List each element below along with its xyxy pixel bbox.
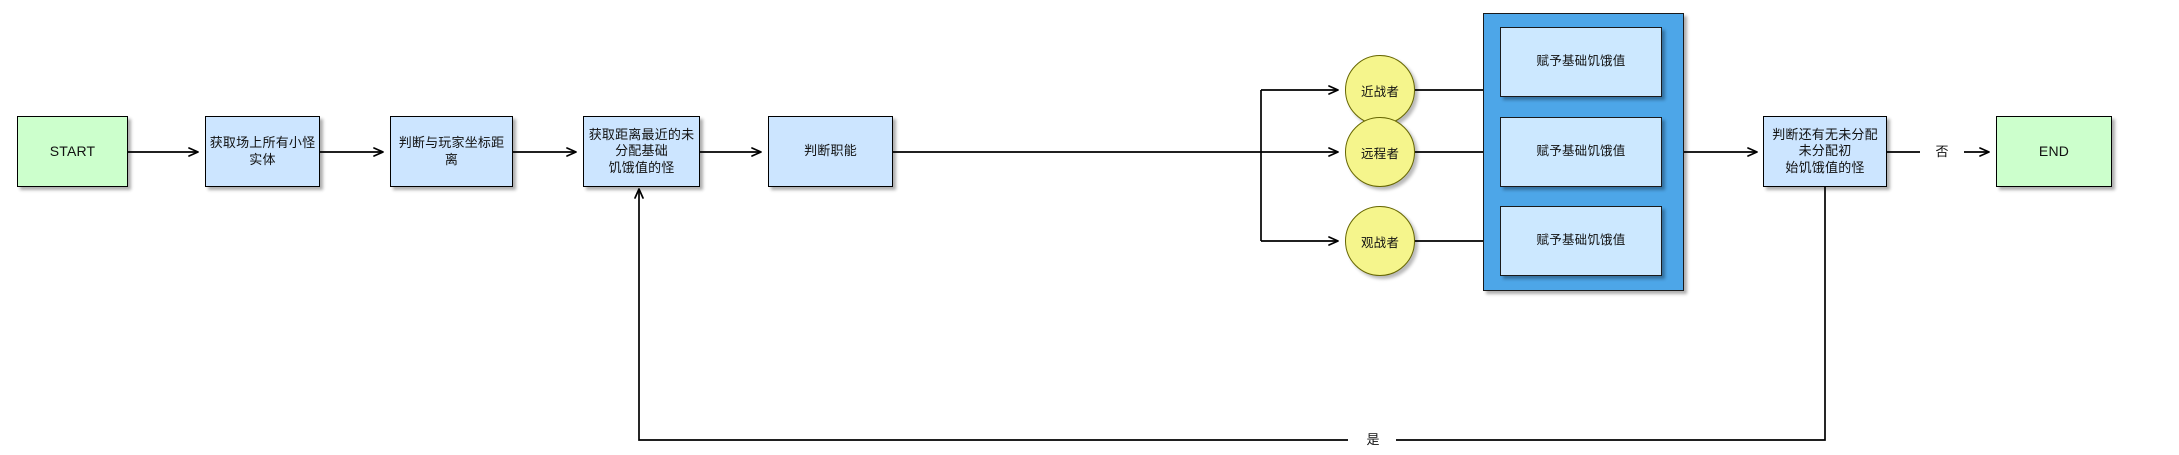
node-get-monsters[interactable]: 获取场上所有小怪实体 <box>205 116 320 187</box>
node-assign-ranged-label: 赋予基础饥饿值 <box>1536 144 1626 159</box>
node-role-ranged-label: 远程者 <box>1360 146 1400 161</box>
node-assign-observer[interactable]: 赋予基础饥饿值 <box>1500 206 1662 276</box>
node-assign-observer-label: 赋予基础饥饿值 <box>1536 233 1626 248</box>
node-check-remaining-label: 判断还有无未分配未分配初 始饥饿值的怪 <box>1772 127 1878 175</box>
node-start-label: START <box>49 142 96 159</box>
node-role-observer[interactable]: 观战者 <box>1345 206 1415 276</box>
node-check-role-label: 判断职能 <box>804 143 857 159</box>
node-role-melee-label: 近战者 <box>1360 84 1400 99</box>
node-assign-melee-label: 赋予基础饥饿值 <box>1536 54 1626 69</box>
node-role-observer-label: 观战者 <box>1360 235 1400 250</box>
edge-label-no: 否 <box>1920 145 1964 158</box>
node-get-nearest-label: 获取距离最近的未分配基础 饥饿值的怪 <box>588 127 695 175</box>
node-check-remaining[interactable]: 判断还有无未分配未分配初 始饥饿值的怪 <box>1763 116 1887 187</box>
node-assign-ranged[interactable]: 赋予基础饥饿值 <box>1500 117 1662 187</box>
node-get-nearest[interactable]: 获取距离最近的未分配基础 饥饿值的怪 <box>583 116 700 187</box>
node-end-label: END <box>2038 142 2070 159</box>
node-assign-melee[interactable]: 赋予基础饥饿值 <box>1500 27 1662 97</box>
node-check-distance-label: 判断与玩家坐标距离 <box>398 135 505 167</box>
node-start[interactable]: START <box>17 116 128 187</box>
edge-label-yes: 是 <box>1350 433 1396 446</box>
edge-loop-back-to-get-nearest <box>634 188 1348 441</box>
node-check-distance[interactable]: 判断与玩家坐标距离 <box>390 116 513 187</box>
node-role-melee[interactable]: 近战者 <box>1345 55 1415 125</box>
node-role-ranged[interactable]: 远程者 <box>1345 117 1415 187</box>
node-check-role[interactable]: 判断职能 <box>768 116 893 187</box>
node-end[interactable]: END <box>1996 116 2112 187</box>
node-get-monsters-label: 获取场上所有小怪实体 <box>209 135 316 167</box>
